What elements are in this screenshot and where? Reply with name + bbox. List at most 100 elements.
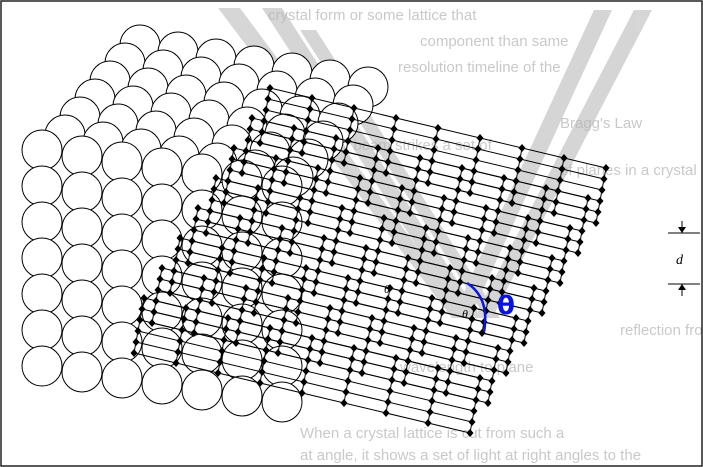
lattice-point — [176, 337, 184, 345]
lattice-point — [306, 208, 314, 216]
lattice-point — [218, 347, 226, 355]
lattice-point — [432, 135, 440, 143]
lattice-point — [428, 294, 436, 302]
lattice-point — [576, 238, 584, 246]
spacing-annotation: d — [668, 221, 700, 296]
lattice-point — [536, 217, 544, 225]
lattice-point — [350, 344, 358, 352]
lattice-point — [524, 214, 532, 222]
lattice-point — [262, 209, 270, 217]
lattice-point — [454, 186, 462, 194]
lattice-point — [378, 225, 386, 233]
lattice-point — [290, 227, 298, 235]
background-text-line: of planes in a crystal — [560, 162, 697, 179]
atom-sphere-front — [261, 237, 303, 279]
lattice-point — [502, 266, 510, 274]
atom-sphere-front — [61, 279, 103, 321]
lattice-point — [438, 308, 446, 316]
angle-label-upper: θ — [384, 282, 390, 296]
lattice-point — [480, 215, 488, 223]
lattice-point — [210, 288, 218, 296]
lattice-point — [364, 336, 372, 344]
lattice-point — [132, 338, 140, 346]
lattice-point — [344, 274, 352, 282]
lattice-point — [210, 185, 218, 193]
lattice-point — [598, 186, 606, 194]
lattice-point — [416, 257, 424, 265]
lattice-point — [332, 134, 340, 142]
lattice-point — [450, 345, 458, 353]
lattice-point — [484, 296, 492, 304]
lattice-point — [388, 136, 396, 144]
lattice-point — [228, 155, 236, 163]
lattice-point — [320, 337, 328, 345]
lattice-point — [296, 194, 304, 202]
lattice-point — [382, 409, 390, 417]
lattice-point — [540, 298, 548, 306]
lattice-point — [550, 209, 558, 217]
lattice-point — [372, 258, 380, 266]
lattice-point — [168, 278, 176, 286]
lattice-point — [222, 325, 230, 333]
background-text-line: crystal form or some lattice that — [268, 7, 477, 24]
lattice-point — [308, 94, 316, 102]
lattice-point — [200, 274, 208, 282]
atom-sphere-front — [101, 141, 143, 183]
lattice-point — [212, 174, 220, 182]
lattice-point — [528, 295, 536, 303]
lattice-point — [192, 215, 200, 223]
lattice-point — [498, 185, 506, 193]
lattice-point — [198, 285, 206, 293]
lattice-point — [452, 197, 460, 205]
lattice-point — [440, 297, 448, 305]
lattice-point — [498, 288, 506, 296]
lattice-point — [340, 399, 348, 407]
lattice-point — [264, 95, 272, 103]
atom-sphere-front — [61, 135, 103, 177]
lattice-point — [418, 246, 426, 254]
lattice-point — [430, 146, 438, 154]
atom-sphere-front — [141, 291, 183, 333]
lattice-point — [340, 159, 348, 167]
lattice-point — [136, 316, 144, 324]
lattice-point — [464, 337, 472, 345]
background-text-line: reflection from a plane — [620, 322, 703, 339]
lattice-point — [496, 196, 504, 204]
lattice-point — [134, 327, 142, 335]
lattice-point — [560, 257, 568, 265]
lattice-point — [140, 294, 148, 302]
lattice-point — [316, 359, 324, 367]
lattice-point — [412, 176, 420, 184]
lattice-point — [482, 204, 490, 212]
lattice-point — [402, 368, 410, 376]
lattice-point — [404, 357, 412, 365]
lattice-point — [192, 318, 200, 326]
lattice-point — [284, 294, 292, 302]
lattice-point — [298, 149, 306, 157]
lattice-point — [266, 324, 274, 332]
lattice-point — [496, 299, 504, 307]
lattice-point — [600, 175, 608, 183]
lattice-point — [346, 126, 354, 134]
lattice-point — [494, 344, 502, 352]
atom-sphere-front — [21, 345, 63, 387]
atom-sphere-front — [221, 339, 263, 381]
lattice-point — [280, 316, 288, 324]
lattice-point — [302, 264, 310, 272]
background-text-line: component than same — [420, 33, 568, 50]
lattice-point — [450, 208, 458, 216]
lattice-point — [436, 319, 444, 327]
lattice-point — [260, 357, 268, 365]
lattice-point — [394, 206, 402, 214]
lattice-point — [398, 184, 406, 192]
lattice-point — [370, 166, 378, 174]
lattice-point — [380, 317, 388, 325]
lattice-point — [190, 226, 198, 234]
lattice-point — [214, 266, 222, 274]
lattice-point — [244, 239, 252, 247]
spacing-arrowhead-top-icon — [678, 227, 686, 233]
lattice-point — [298, 389, 306, 397]
lattice-point — [348, 115, 356, 123]
lattice-point — [208, 196, 216, 204]
lattice-point — [148, 319, 156, 327]
